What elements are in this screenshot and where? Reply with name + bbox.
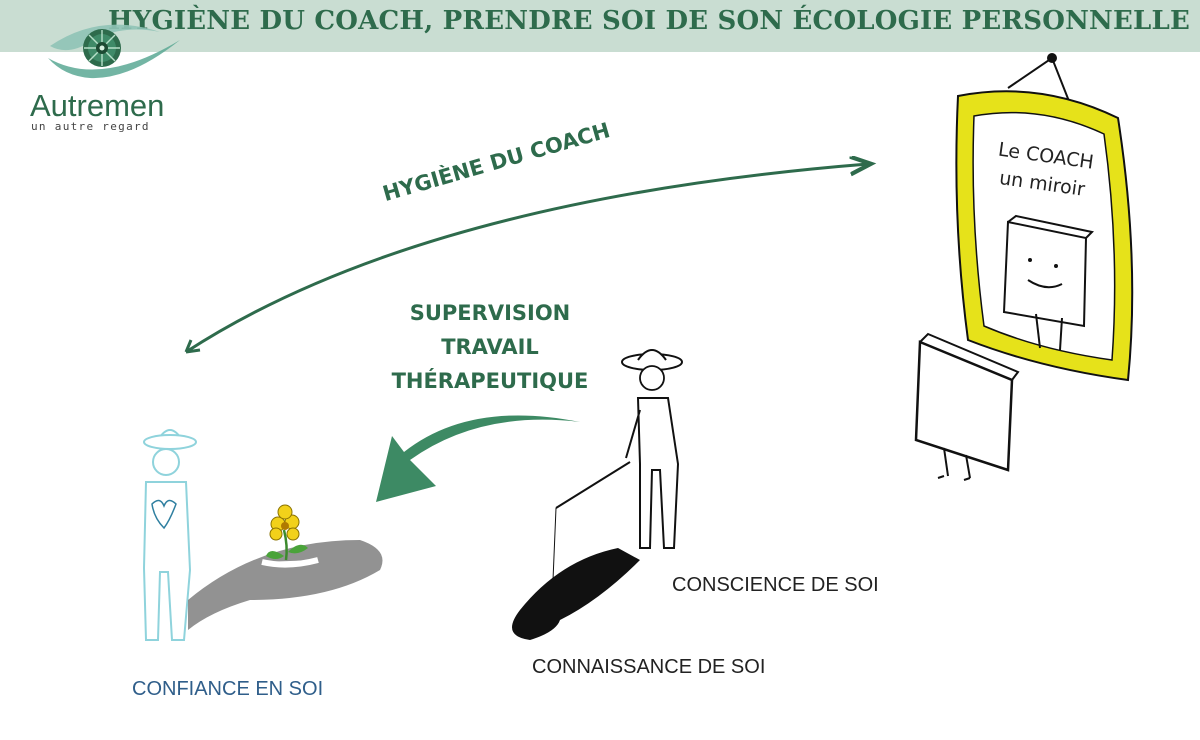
practices-list: SUPERVISION TRAVAIL THÉRAPEUTIQUE [360,296,620,398]
mirror-frame [955,53,1134,382]
flower-icon [266,504,308,561]
fisherman-figure [512,349,683,640]
self-confidence-label: CONFIANCE EN SOI [132,678,324,700]
supervision-swoosh-arrow [376,415,580,502]
coach-box-character [914,332,1020,481]
logo-name: Autremen [30,88,165,123]
self-awareness-label: CONSCIENCE DE SOI [672,574,879,596]
practice-travail: TRAVAIL [441,335,539,359]
practice-supervision: SUPERVISION [409,301,571,325]
confident-figure [142,429,383,641]
header-banner: HYGIÈNE DU COACH, PRENDRE SOI DE SON ÉCO… [0,0,1200,52]
self-knowledge-label: CONNAISSANCE DE SOI [532,656,766,678]
logo-tagline: un autre regard [31,120,150,133]
hygiene-arc-arrow [185,164,868,354]
page-title: HYGIÈNE DU COACH, PRENDRE SOI DE SON ÉCO… [107,6,1190,36]
practice-therapeutique: THÉRAPEUTIQUE [391,369,589,393]
eye-mandala-icon [48,24,180,79]
